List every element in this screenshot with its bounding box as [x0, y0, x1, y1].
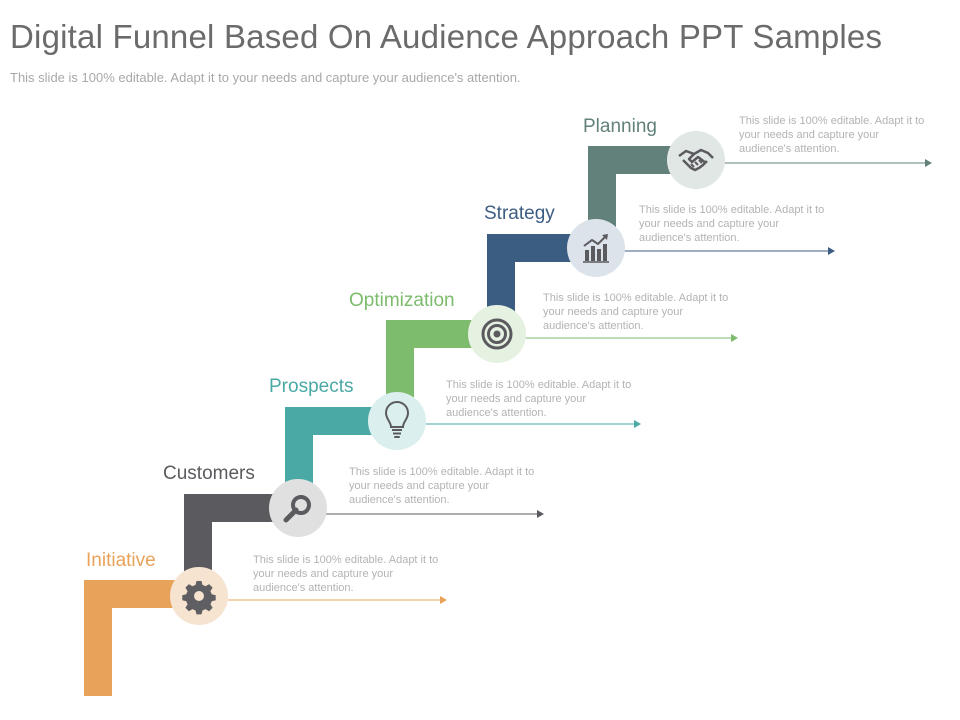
lightbulb-icon	[384, 401, 410, 438]
slide-title: Digital Funnel Based On Audience Approac…	[10, 18, 883, 55]
step-label-strategy: Strategy	[484, 203, 555, 224]
step-label-planning: Planning	[583, 116, 657, 137]
step-node-strategy	[567, 219, 625, 277]
step-description-strategy: This slide is 100% editable. Adapt it to…	[639, 204, 825, 244]
step-node-planning	[667, 131, 725, 189]
step-description-planning: This slide is 100% editable. Adapt it to…	[739, 115, 925, 155]
step-description-prospects: This slide is 100% editable. Adapt it to…	[446, 379, 632, 419]
step-label-initiative: Initiative	[86, 550, 156, 571]
step-bar-prospects	[285, 407, 397, 508]
step-bar-customers	[184, 494, 298, 596]
gear-icon	[182, 581, 216, 615]
step-label-prospects: Prospects	[269, 376, 354, 397]
step-node-customers	[269, 479, 327, 537]
step-description-initiative: This slide is 100% editable. Adapt it to…	[253, 554, 439, 594]
step-node-optimization	[468, 305, 526, 363]
target-icon	[481, 318, 513, 350]
magnifier-icon	[283, 495, 311, 523]
step-node-prospects	[368, 392, 426, 450]
handshake-icon	[678, 148, 714, 172]
growth-chart-icon	[583, 234, 609, 263]
step-bar-strategy	[487, 234, 596, 334]
step-label-optimization: Optimization	[349, 290, 455, 311]
step-label-customers: Customers	[163, 463, 255, 484]
staircase-path	[84, 146, 696, 696]
step-bar-optimization	[386, 320, 497, 421]
step-bar-planning	[588, 146, 696, 248]
slide-subtitle: This slide is 100% editable. Adapt it to…	[10, 70, 521, 85]
step-description-customers: This slide is 100% editable. Adapt it to…	[349, 466, 535, 506]
step-description-optimization: This slide is 100% editable. Adapt it to…	[543, 292, 729, 332]
step-node-initiative	[170, 567, 228, 625]
arrow-lines	[228, 159, 932, 604]
